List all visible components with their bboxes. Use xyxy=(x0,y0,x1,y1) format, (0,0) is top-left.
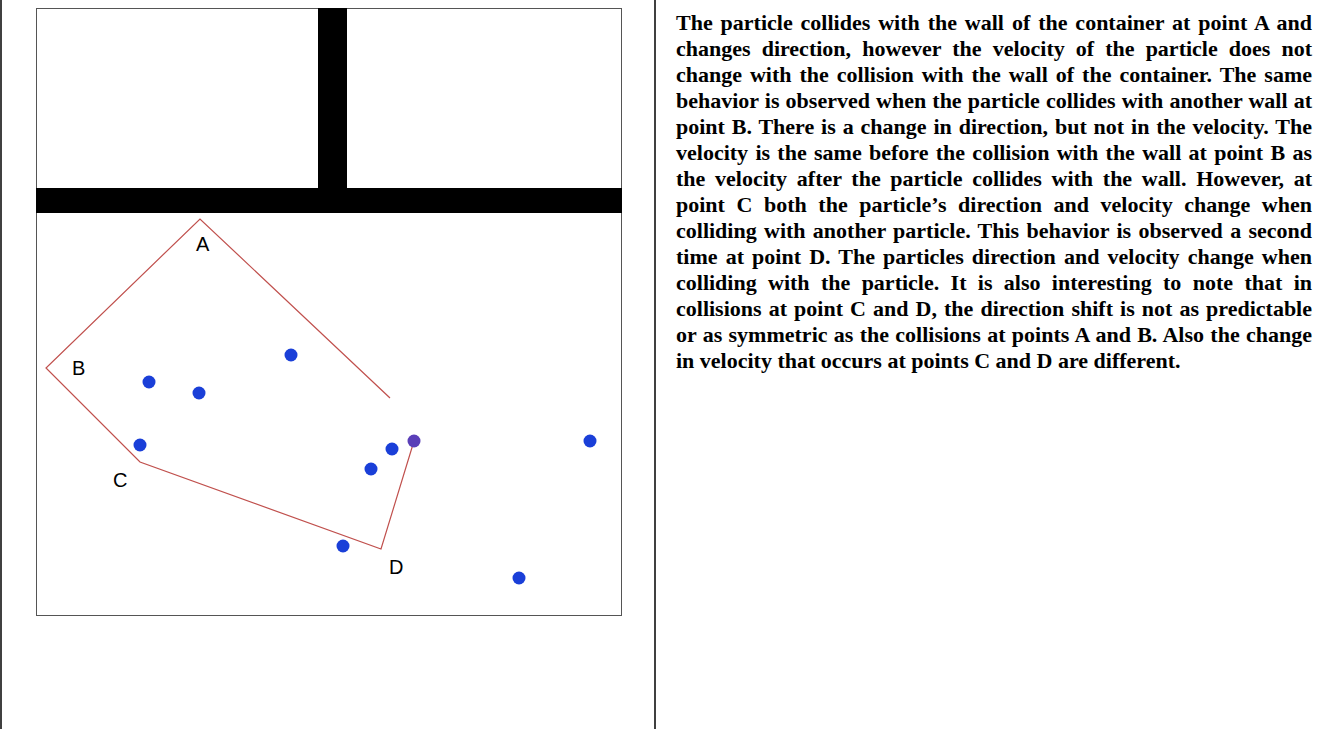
point-label: D xyxy=(389,556,403,578)
container-frame xyxy=(37,9,622,616)
particle xyxy=(337,540,350,553)
particles xyxy=(134,349,597,585)
table-border xyxy=(654,0,656,729)
particle xyxy=(513,572,526,585)
point-label: C xyxy=(113,469,127,491)
container-wall xyxy=(318,8,347,190)
particle-path xyxy=(46,219,414,549)
particle xyxy=(584,435,597,448)
point-label: A xyxy=(196,233,209,255)
particle xyxy=(134,439,147,452)
particle xyxy=(143,376,156,389)
point-label: B xyxy=(72,357,85,379)
container-wall xyxy=(36,188,622,213)
particle xyxy=(193,387,206,400)
description-text: The particle collides with the wall of t… xyxy=(676,10,1312,374)
particle xyxy=(285,349,298,362)
particle xyxy=(365,463,378,476)
table-border xyxy=(0,0,2,729)
particle xyxy=(386,443,399,456)
tracked-particle xyxy=(408,435,421,448)
